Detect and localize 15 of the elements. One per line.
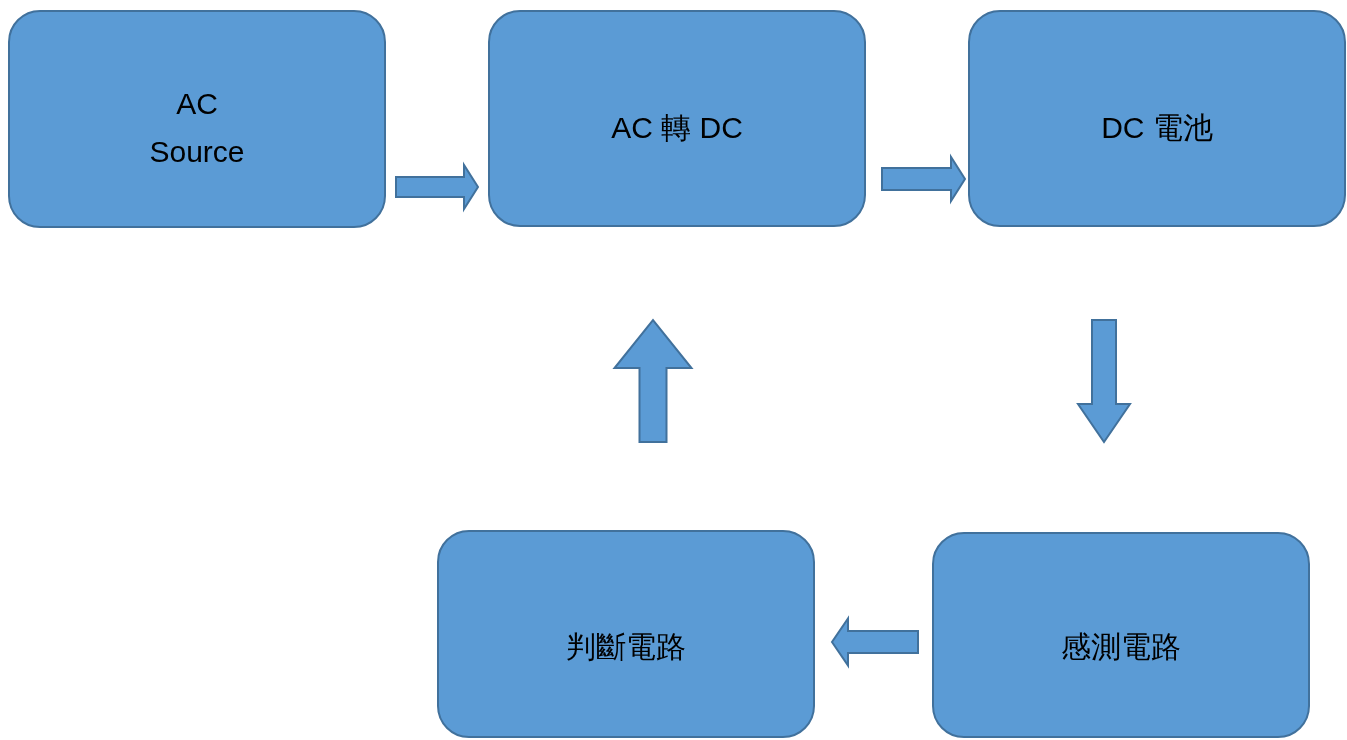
process-box [488,10,866,227]
box-label: 感測電路 [1061,629,1181,665]
process-box [437,530,815,738]
box-label: AC Source [148,86,246,170]
process-box [968,10,1346,227]
box-label: 判斷電路 [566,629,686,665]
block-arrow [881,153,967,205]
block-arrow [830,615,919,669]
block-arrow [395,161,480,213]
box-label: DC 電池 [1101,109,1213,146]
block-arrow [1076,319,1132,444]
process-box [8,10,386,228]
block-arrow [612,318,694,443]
box-label: AC 轉 DC [611,109,743,146]
process-box [932,532,1310,738]
